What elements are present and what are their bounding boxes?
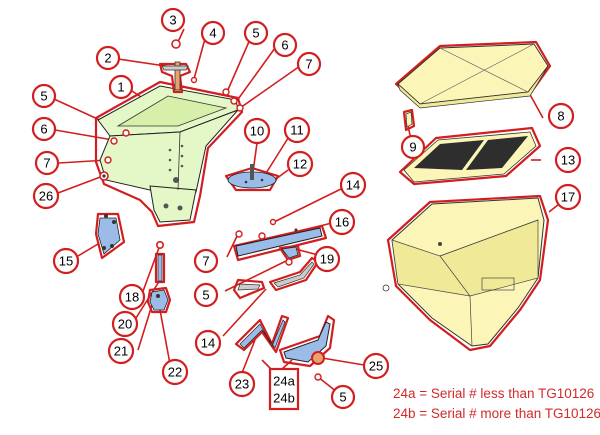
callout-label: 14 [346, 178, 360, 193]
callout-7a: 7 [296, 51, 322, 77]
callout-13: 13 [554, 146, 582, 174]
callout-14b: 14 [194, 329, 222, 357]
adjuster-bracket [232, 218, 328, 266]
callout-label: 16 [335, 215, 349, 230]
callout-label: 2 [104, 51, 111, 66]
callout-11: 11 [283, 116, 311, 144]
callout-label: 10 [250, 124, 264, 139]
callout-label: 18 [125, 290, 139, 305]
callout-label: 22 [168, 365, 182, 380]
serial-legend: 24a = Serial # less than TG10126 24b = S… [393, 386, 600, 421]
callout-7b: 7 [34, 150, 60, 176]
callout-9: 9 [400, 134, 426, 160]
callout-20: 20 [111, 310, 139, 338]
callout-1: 1 [108, 74, 134, 100]
hopper-lid [394, 40, 552, 109]
callout-18: 18 [118, 283, 146, 311]
callout-label: 5 [40, 89, 47, 104]
callout-25: 25 [362, 352, 390, 380]
callout-label: 17 [561, 190, 575, 205]
callout-label: 9 [409, 140, 416, 155]
callout-label: 5 [202, 288, 209, 303]
callout-bubbles: 3 4 5 6 7 2 1 5 6 7 26 10 11 12 14 16 7 … [31, 7, 582, 410]
lid-latch [402, 108, 416, 132]
callout-label: 1 [117, 80, 124, 95]
callout-4: 4 [200, 20, 226, 46]
callout-label: 4 [209, 26, 216, 41]
callout-6a: 6 [272, 32, 298, 58]
hopper-screen [398, 126, 542, 186]
callout-label: 19 [320, 252, 334, 267]
callout-17: 17 [554, 183, 582, 211]
callout-label: 11 [290, 123, 304, 138]
callout-22: 22 [161, 358, 189, 386]
callout-8: 8 [547, 102, 575, 130]
callout-5a: 5 [243, 20, 269, 46]
callout-19: 19 [313, 245, 341, 273]
linkage-rods [232, 256, 320, 300]
legend-line-24a: 24a = Serial # less than TG10126 [393, 386, 594, 401]
callout-6b: 6 [31, 116, 57, 142]
callout-24a-label: 24a [273, 374, 295, 389]
callout-label: 26 [39, 189, 53, 204]
callout-21: 21 [107, 337, 135, 365]
callout-3: 3 [160, 7, 186, 33]
callout-label: 7 [202, 254, 209, 269]
callout-label: 7 [43, 156, 50, 171]
callout-label: 13 [561, 153, 575, 168]
callout-23: 23 [228, 370, 256, 398]
callout-7c: 7 [193, 248, 219, 274]
callout-label: 25 [369, 359, 383, 374]
callout-label: 23 [235, 377, 249, 392]
spinner-assembly [224, 164, 280, 192]
callout-10: 10 [243, 117, 271, 145]
callout-5b: 5 [31, 83, 57, 109]
top-hardware [99, 39, 244, 181]
w-bracket [234, 314, 290, 354]
callout-26: 26 [32, 182, 60, 210]
gate-pin [154, 241, 166, 284]
callout-label: 7 [305, 57, 312, 72]
callout-5c: 5 [193, 282, 219, 308]
callout-15: 15 [52, 247, 80, 275]
callout-label: 8 [557, 109, 564, 124]
legend-line-24b: 24b = Serial # more than TG10126 [393, 406, 600, 421]
callout-14a: 14 [339, 171, 367, 199]
callout-2: 2 [95, 45, 121, 71]
callout-label: 6 [40, 122, 47, 137]
callout-12: 12 [286, 150, 314, 178]
callout-label: 5 [252, 26, 259, 41]
callout-label: 21 [114, 344, 128, 359]
callout-24b-label: 24b [273, 391, 295, 406]
hopper-body [382, 194, 550, 352]
callout-label: 6 [281, 38, 288, 53]
callout-5d: 5 [330, 384, 356, 410]
callout-label: 3 [169, 13, 176, 28]
callout-label: 20 [118, 317, 132, 332]
callout-label: 5 [339, 390, 346, 405]
callout-24-box: 24a 24b [268, 359, 300, 411]
callout-label: 15 [59, 254, 73, 269]
gearbox [146, 286, 172, 314]
callout-16: 16 [328, 208, 356, 236]
mount-plate [94, 212, 126, 260]
spreader-frame [94, 80, 244, 228]
callout-label: 12 [293, 157, 307, 172]
callout-label: 14 [201, 336, 215, 351]
